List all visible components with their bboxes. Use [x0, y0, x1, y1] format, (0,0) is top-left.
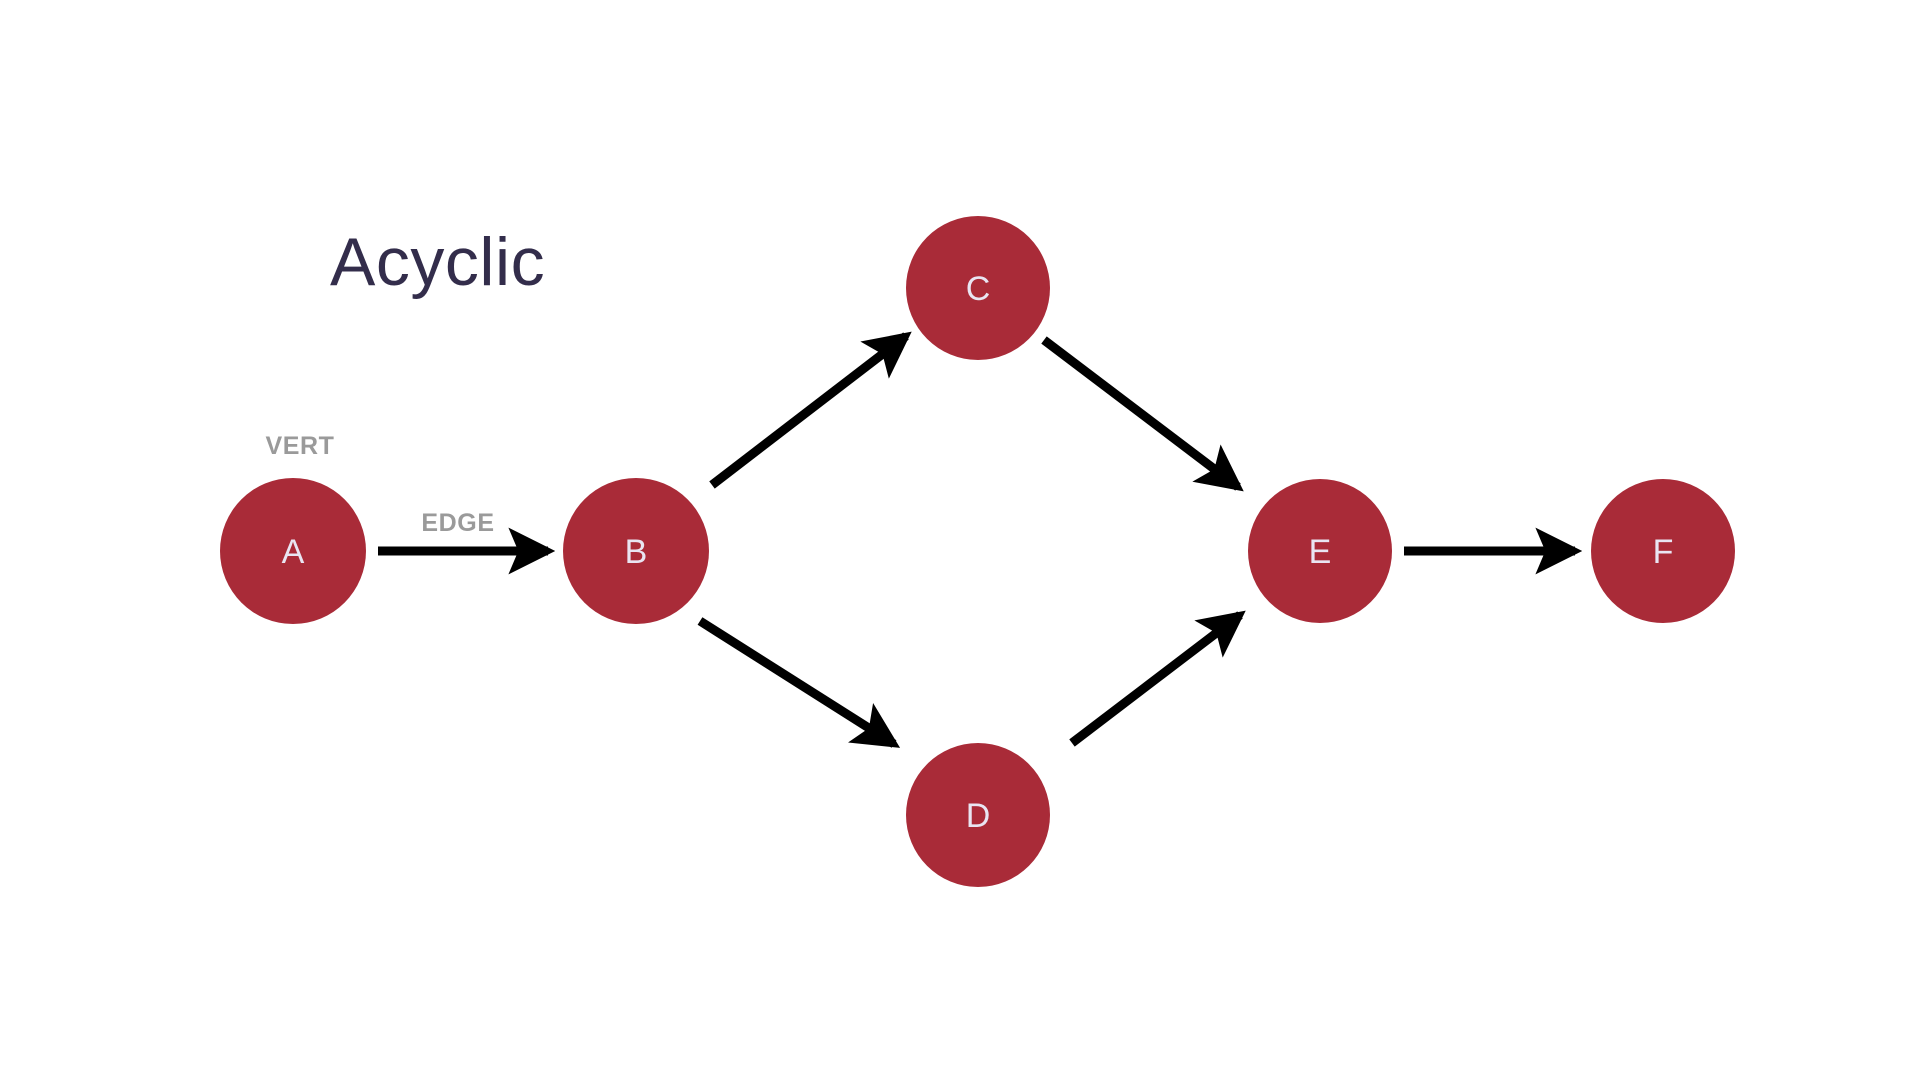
graph-node-e[interactable]: E [1248, 479, 1392, 623]
node-circle-f[interactable] [1591, 479, 1735, 623]
node-label-f: F [1653, 533, 1674, 571]
edge-c-to-e[interactable] [1041, 336, 1244, 492]
annotation-label-vert: VERT [265, 432, 334, 460]
node-label-b: B [625, 533, 648, 571]
node-label-a: A [282, 533, 305, 571]
nodes-group: A B C D E F [220, 216, 1735, 887]
graph-node-d[interactable]: D [906, 743, 1050, 887]
graph-node-c[interactable]: C [906, 216, 1050, 360]
annotations-group: VERT EDGE [265, 432, 494, 537]
edges-group [378, 331, 1583, 748]
graph-node-b[interactable]: B [563, 478, 709, 624]
node-circle-e[interactable] [1248, 479, 1392, 623]
graph-node-a[interactable]: A [220, 478, 366, 624]
edge-d-to-e[interactable] [1069, 610, 1246, 747]
node-label-c: C [966, 270, 991, 308]
node-circle-b[interactable] [563, 478, 709, 624]
node-label-d: D [966, 797, 991, 835]
node-circle-a[interactable] [220, 478, 366, 624]
edge-b-to-d[interactable] [697, 617, 901, 748]
node-label-e: E [1309, 533, 1332, 571]
page-title: Acyclic [330, 224, 545, 300]
node-circle-c[interactable] [906, 216, 1050, 360]
graph-node-f[interactable]: F [1591, 479, 1735, 623]
node-circle-d[interactable] [906, 743, 1050, 887]
annotation-label-edge: EDGE [421, 509, 494, 537]
edge-b-to-c[interactable] [709, 331, 912, 489]
